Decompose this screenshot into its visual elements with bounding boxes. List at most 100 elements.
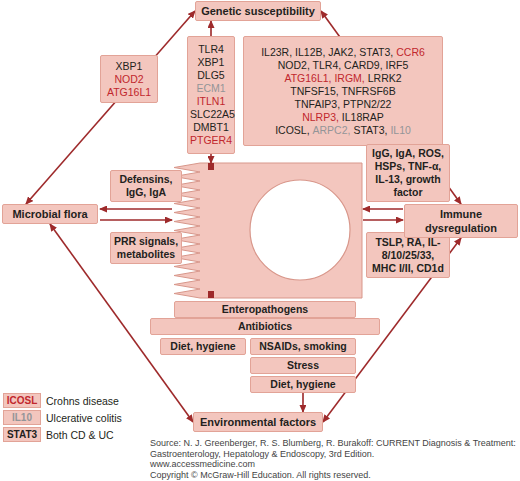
gene-name: IL23R, IL12B, JAK2, STAT3, (261, 46, 393, 58)
legend-text: Crohns disease (46, 395, 119, 407)
mediator-box: TSLP, RA, IL-8/10/25/33, MHC I/II, CD1d (366, 232, 450, 278)
junction-mark (208, 291, 214, 298)
text-group: Defensins, IgG, IgA (113, 173, 179, 199)
environment-band: Antibiotics (150, 318, 380, 335)
legend-sample: STAT3 (7, 429, 37, 440)
gene-name: NOD2 (103, 73, 155, 86)
factor-box: Genetic susceptibility (195, 1, 321, 21)
gene-name: ITLN1 (190, 95, 232, 108)
legend-sample: ICOSL (7, 395, 38, 406)
factor-box: Environmental factors (193, 412, 323, 432)
legend-text: Both CD & UC (46, 429, 114, 441)
flow-arrow (363, 219, 403, 221)
gene-name: XBP1 (103, 60, 155, 73)
text-group: XBP1NOD2ATG16L1 (103, 60, 155, 99)
source-text: Source: N. J. Greenberger, R. S. Blumber… (150, 438, 518, 459)
gene-name: TNFAIP3, PTPN2/22 (295, 98, 392, 110)
node-label: Diet, hygiene (270, 378, 335, 390)
gene-name: SLC22A5 (190, 108, 232, 121)
environment-band: Enteropathogens (174, 301, 356, 318)
legend-swatch: IL10 (3, 410, 41, 425)
mediator-box: PRR signals, metabolites (110, 232, 182, 264)
text-group: Microbial flora (5, 207, 95, 221)
flow-arrow (363, 208, 403, 210)
text-group: Genetic susceptibility (198, 4, 318, 18)
flow-arrow (210, 154, 212, 163)
gene-name: NLRP3, (302, 111, 339, 123)
node-label: IgG, IgA, ROS, HSPs, TNF-α, IL-13, growt… (372, 147, 444, 198)
environment-band: NSAIDs, smoking (250, 338, 356, 355)
text-group: Immune dysregulation (407, 207, 515, 235)
text-group: Antibiotics (153, 320, 377, 333)
gene-name: CCR6 (396, 46, 425, 58)
legend-swatch: ICOSL (3, 393, 41, 408)
node-label: TSLP, RA, IL-8/10/25/33, MHC I/II, CD1d (372, 236, 444, 274)
node-label: Environmental factors (200, 416, 316, 428)
epithelium-villi (174, 163, 362, 298)
environment-band: Diet, hygiene (160, 338, 246, 355)
legend-sample: IL10 (12, 412, 32, 423)
gene-name: ATG16L1, IRGM, (284, 72, 364, 84)
gene-name: DMBT1 (190, 121, 232, 134)
node-label: Defensins, IgG, IgA (119, 173, 172, 198)
legend: ICOSL Crohns diseaseIL10 Ulcerative coliti… (3, 392, 122, 443)
text-group: TSLP, RA, IL-8/10/25/33, MHC I/II, CD1d (369, 236, 447, 275)
node-label: Microbial flora (12, 208, 87, 220)
text-group: NSAIDs, smoking (253, 340, 353, 353)
flow-arrow (100, 208, 172, 210)
text-group: IgG, IgA, ROS, HSPs, TNF-α, IL-13, growt… (369, 147, 447, 199)
gene-name: IL18RAP (342, 111, 384, 123)
gene-name: ATG16L1 (103, 86, 155, 99)
factor-box: Microbial flora (2, 204, 98, 224)
text-group: Diet, hygiene (163, 340, 243, 353)
node-label: PRR signals, metabolites (114, 235, 178, 260)
node-label: Immune dysregulation (425, 208, 497, 234)
gene-name: NOD2, TLR4, CARD9, IRF5 (278, 59, 409, 71)
text-group: Diet, hygiene (253, 378, 353, 391)
connector-arrow (26, 11, 195, 204)
junction-mark (208, 163, 214, 170)
environment-band: Stress (250, 357, 356, 374)
gene-name: DLG5 (190, 69, 232, 82)
text-group: Stress (253, 359, 353, 372)
legend-row: ICOSL Crohns disease (3, 392, 122, 409)
source-text: www.accessmedicine.com (150, 459, 518, 470)
legend-row: IL10 Ulcerative colitis (3, 409, 122, 426)
gene-name: ECM1 (190, 82, 232, 95)
environment-band: Diet, hygiene (250, 376, 356, 393)
gene-name: TLR4 (190, 43, 232, 56)
node-label: Enteropathogens (222, 303, 308, 315)
node-label: NSAIDs, smoking (259, 340, 347, 352)
gene-name: XBP1 (190, 56, 232, 69)
text-group: Enteropathogens (177, 303, 353, 316)
mediator-box: Defensins, IgG, IgA (110, 170, 182, 202)
gene-box: IL23R, IL12B, JAK2, STAT3,CCR6NOD2, TLR4… (243, 36, 443, 146)
legend-text: Ulcerative colitis (46, 412, 122, 424)
connector-arrow (210, 21, 212, 36)
gene-name: IL10 (390, 124, 410, 136)
node-label: Stress (287, 359, 319, 371)
node-label: Diet, hygiene (170, 340, 235, 352)
text-group: TLR4XBP1DLG5ECM1ITLN1SLC22A5DMBT1PTGER4 (190, 43, 232, 147)
source-text: Copyright © McGraw-Hill Education. All r… (150, 470, 518, 481)
gene-name: TNFSF15, TNFRSF6B (290, 85, 395, 97)
node-label: Antibiotics (238, 320, 292, 332)
text-group: IL23R, IL12B, JAK2, STAT3,CCR6NOD2, TLR4… (246, 46, 440, 137)
flow-arrow (100, 219, 172, 221)
mediator-box: IgG, IgA, ROS, HSPs, TNF-α, IL-13, growt… (366, 144, 450, 202)
lumen-circle (250, 180, 350, 280)
node-label: Genetic susceptibility (201, 5, 315, 17)
factor-box: Immune dysregulation (404, 204, 518, 238)
legend-swatch: STAT3 (3, 427, 41, 442)
source-note: Source: N. J. Greenberger, R. S. Blumber… (150, 438, 518, 480)
gene-name: STAT3, (353, 124, 387, 136)
gene-name: ICOSL, (275, 124, 309, 136)
gene-name: ARPC2, (313, 124, 351, 136)
gene-box: TLR4XBP1DLG5ECM1ITLN1SLC22A5DMBT1PTGER4 (187, 36, 235, 154)
gene-box: XBP1NOD2ATG16L1 (100, 55, 158, 103)
legend-row: STAT3 Both CD & UC (3, 426, 122, 443)
text-group: Environmental factors (196, 415, 320, 429)
gene-name: PTGER4 (190, 134, 232, 147)
